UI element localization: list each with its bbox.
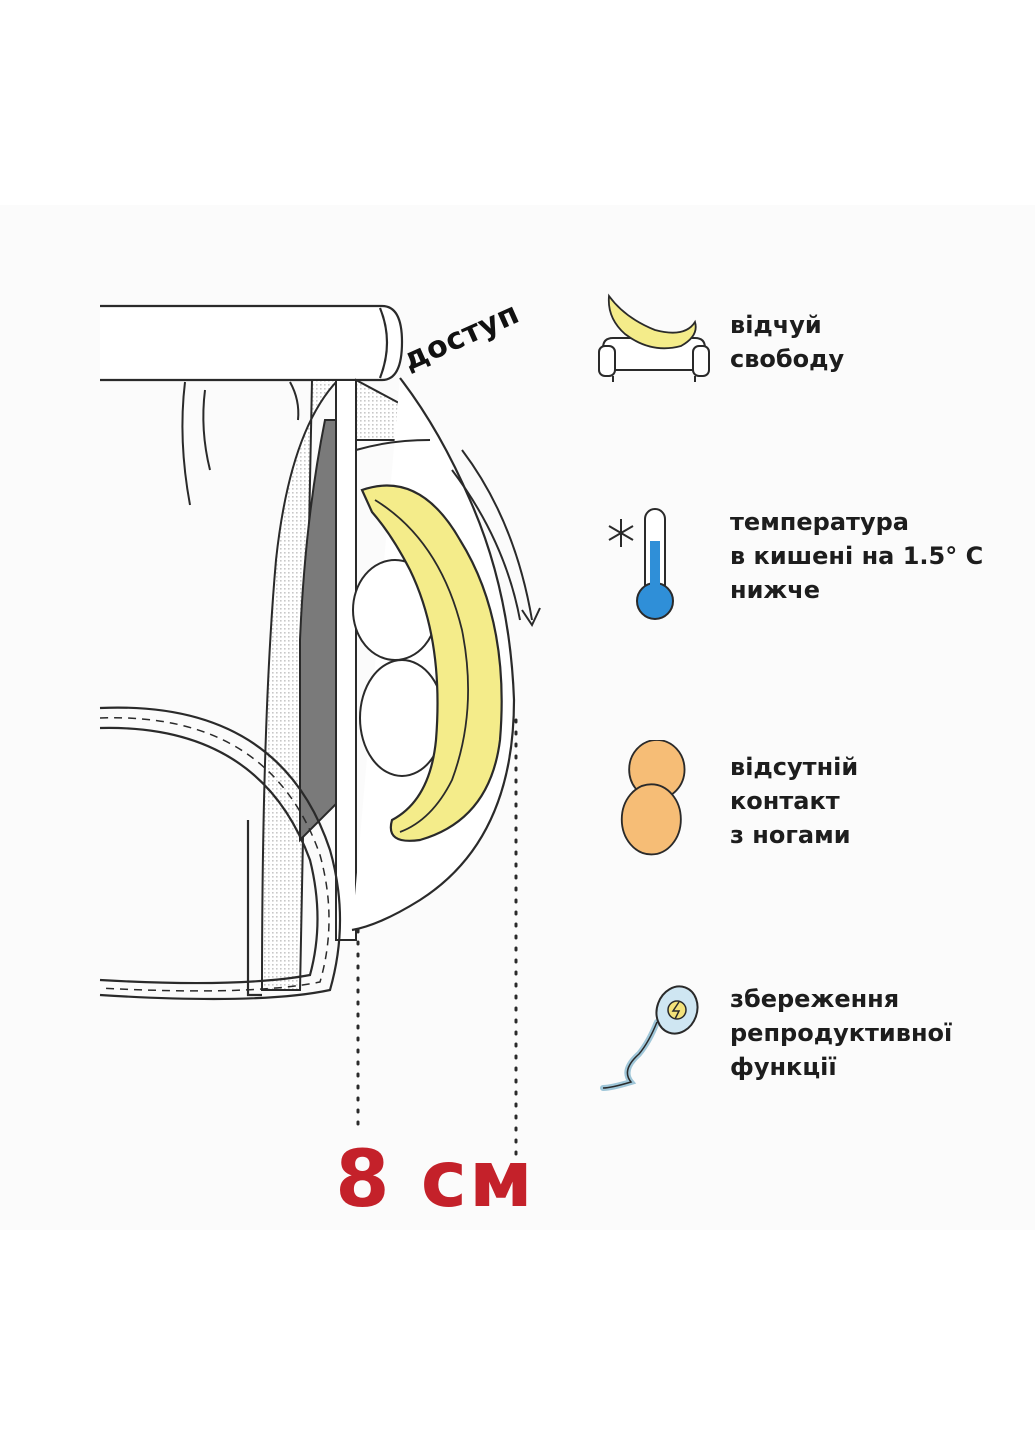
feature-freedom: відчуй свободу (595, 288, 1025, 408)
feature-temperature-text: температура в кишені на 1.5° С нижче (730, 508, 984, 604)
feature-freedom-text: відчуй свободу (730, 311, 845, 373)
feature-no-contact: відсутній контакт з ногами (595, 740, 1025, 860)
fabric-folds (181, 381, 300, 506)
pocket-hem (355, 439, 431, 451)
divider-strip (335, 378, 413, 941)
eggs-icon (620, 740, 686, 856)
feature-no-contact-text: відсутній контакт з ногами (730, 753, 859, 849)
feature-reproductive-text: збереження репродуктивної функції (730, 985, 953, 1081)
waistband (100, 304, 404, 382)
feature-temperature: температура в кишені на 1.5° С нижче (595, 505, 1025, 625)
banana-illustration (360, 484, 503, 842)
mesh-panel-left (260, 379, 341, 991)
leg-opening-band (99, 706, 342, 1001)
pocket-width-label: 8 см (335, 1135, 535, 1225)
motion-arrows (451, 449, 541, 628)
feature-reproductive: збереження репродуктивної функції (595, 982, 1025, 1102)
thermometer-snowflake-icon (608, 508, 674, 620)
sperm-icon (600, 985, 699, 1091)
snowflake-icon (608, 519, 634, 547)
banana-sofa-icon (598, 293, 710, 382)
measurement-guides (356, 718, 518, 1162)
